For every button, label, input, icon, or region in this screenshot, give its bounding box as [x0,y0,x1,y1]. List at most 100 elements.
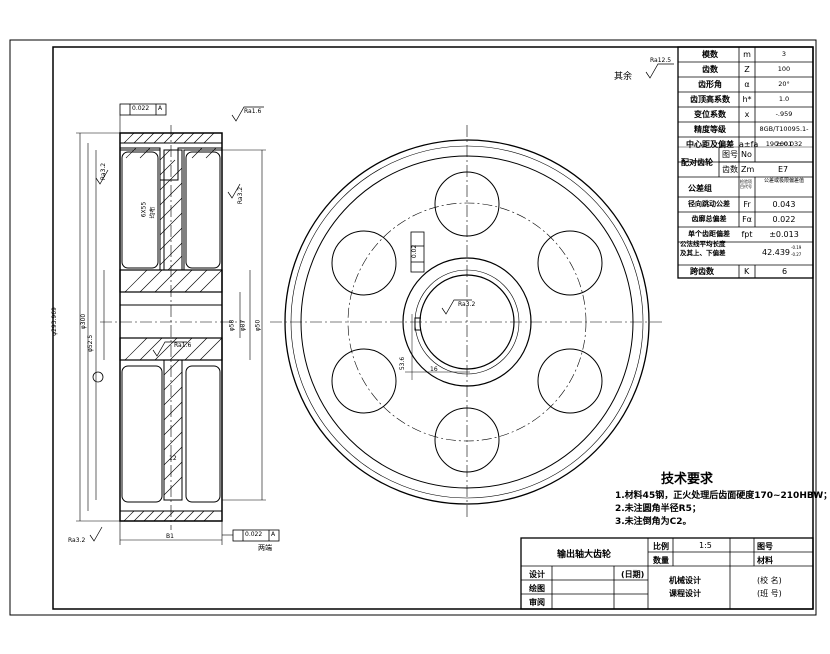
mating-figno-sym: No [741,150,752,159]
param-name: 中心距及偏差 [686,140,734,149]
param-table [677,46,814,279]
wkn-label-1: 公法线平均长度 [680,240,726,248]
inner-frame [52,46,814,610]
param-value: 8GB/T10095.1-2001 [759,125,809,148]
tol-group-label: 公差组 [688,184,712,193]
dim-both-ends: 两端 [258,544,272,552]
rough-top-label: Ra12.5 [650,57,672,64]
dim-holes-even: 均布 [149,206,157,219]
wkn-dev-upper: -0.19 [791,245,802,250]
param-value: 190±0.032 [765,140,803,148]
rough-3-2-label-right: Ra3.2 [237,186,245,205]
mating-figno-label: 图号 [722,150,738,159]
front-view [270,125,665,518]
param-name: 齿顶高系数 [690,95,730,104]
param-row: 精度等级 8GB/T10095.1-2001 [678,122,813,148]
param-symbol: h* [742,95,752,104]
tol-name: 径向跳动公差 [688,200,730,208]
designer-label: 设计 [529,570,545,579]
param-row: 模数 m 3 [678,47,813,62]
dim-web-diameter: φ87 [239,319,247,332]
checker-label: 审阅 [529,598,545,607]
part-name: 输出轴大齿轮 [557,550,612,560]
tol-bottom-datum: A [271,531,276,538]
mating-teeth-sym: Zm [741,165,755,174]
hub-tol: 0.02 [411,244,419,259]
key-width: 16 [430,366,438,373]
qty-label: 数量 [653,556,669,565]
key-depth: 53.6 [399,356,407,371]
dim-holes: 6X55 [140,201,148,218]
wkn-value: 42.439 [762,248,790,257]
tech-item-2: 2.未注圆角半径R5； [615,504,701,514]
tol-symbol: Fα [742,215,752,224]
scale-value: 1:5 [699,541,712,550]
param-value: 100 [777,65,791,73]
tol-top-value: 0.022 [132,105,150,112]
rough-bottom-label: Ra3.2 [68,537,86,544]
tech-title: 技术要求 [661,472,714,487]
param-row: 中心距及偏差 a±fa 190±0.032 [678,137,813,152]
wkn-dev-lower: -0.27 [791,252,802,257]
course-line-2: 课程设计 [669,589,701,598]
fig-label: 图号 [757,542,773,551]
tol-value: 0.022 [772,215,796,224]
span-label: 跨齿数 [690,267,714,276]
drawer-label: 绘图 [529,584,545,593]
tol-symbol: fpt [741,230,753,239]
tol-top-datum: A [158,105,163,112]
tol-group-col2: 检验项目代号 [740,179,752,189]
school-name: (校 名) [757,576,782,585]
dim-root-diameter: φ300 [80,313,88,330]
section-view [76,63,674,545]
outer-frame [9,39,817,616]
hatch-top-rim [123,132,215,144]
dim-b-label: B1 [166,533,174,540]
param-row: 齿形角 α 20° [678,77,813,92]
tol-bottom-value: 0.022 [245,531,263,538]
param-symbol: m [743,50,751,59]
span-val: 6 [782,267,788,276]
other-roughness-label: 其余 [614,72,633,82]
class-number: (班 号) [757,589,782,598]
param-symbol: x [744,110,750,119]
dim-tip-diameter: φ293.969 [50,307,58,336]
wkn-label-2: 及其上、下偏差 [680,249,726,257]
tech-requirements: 技术要求 1.材料45钢，正火处理后齿面硬度170~210HBW； 2.未注圆角… [615,468,830,529]
dim-bore-diameter: φ58 [228,319,236,332]
tol-name: 齿廓总偏差 [691,215,727,223]
param-row: 齿顶高系数 h* 1.0 [678,92,813,107]
param-value: 1.0 [778,95,790,103]
param-name: 齿形角 [698,80,722,89]
param-symbol: Z [744,65,750,74]
param-symbol: a±fa [739,140,759,149]
rough-3-2-label-left: Ra3.2 [100,162,108,181]
param-value: 20° [778,80,790,88]
param-name: 精度等级 [694,125,726,134]
rough-hub-label: Ra1.6 [174,342,192,349]
tol-row: 齿廓总偏差 Fα 0.022 [678,212,813,227]
mating-teeth-label: 齿数 [722,165,738,174]
param-symbol: α [744,80,750,89]
material-label: 材料 [757,556,773,565]
scale-label: 比例 [653,542,669,551]
param-name: 变位系数 [694,110,726,119]
course-line-1: 机械设计 [669,576,701,585]
dim-web-thickness: 12 [169,455,177,462]
title-block-text: 输出轴大齿轮 比例 1:5 图号 数量 材料 设计 (日期) 绘图 审阅 机械设… [521,538,813,609]
param-value: 3 [781,50,787,58]
key-roughness: Ra3.2 [458,301,476,308]
mating-label: 配对齿轮 [681,158,713,167]
tol-name: 单个齿距偏差 [688,230,730,238]
dim-web-outer: φ50 [254,319,262,332]
param-name: 模数 [702,50,718,59]
tol-value: 0.043 [772,200,796,209]
tech-item-1: 1.材料45钢，正火处理后齿面硬度170~210HBW； [615,491,830,501]
tech-item-3: 3.未注倒角为C2。 [615,517,692,527]
